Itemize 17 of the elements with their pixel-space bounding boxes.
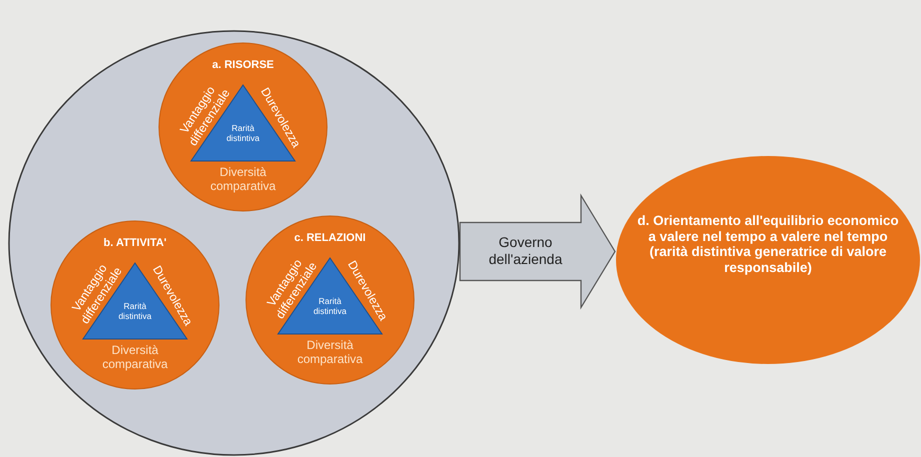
category-circle [158, 42, 328, 212]
triangle-label: Rarità distintiva [118, 302, 153, 321]
base-label: Diversità comparativa [209, 166, 277, 194]
triangle-label: Rarità distintiva [313, 297, 348, 316]
base-label: Diversità comparativa [296, 339, 364, 367]
block-arrow [459, 193, 616, 310]
edge-label: Governo dell'azienda [488, 234, 564, 268]
base-label: Diversità comparativa [101, 344, 169, 372]
heading: a. RISORSE [211, 59, 275, 72]
category-circle [50, 220, 220, 390]
triangle-label: Rarità distintiva [226, 124, 261, 143]
group-circle [8, 30, 460, 456]
outcome-ellipse [615, 155, 921, 365]
heading: b. ATTIVITA' [102, 237, 168, 250]
heading: c. RELAZIONI [293, 232, 367, 245]
outcome-text: d. Orientamento all'equilibrio economico a valere nel tempo a valere nel tempo (rarità distintiva generatrice di valore responsabile) [636, 213, 900, 276]
category-circle [245, 215, 415, 385]
